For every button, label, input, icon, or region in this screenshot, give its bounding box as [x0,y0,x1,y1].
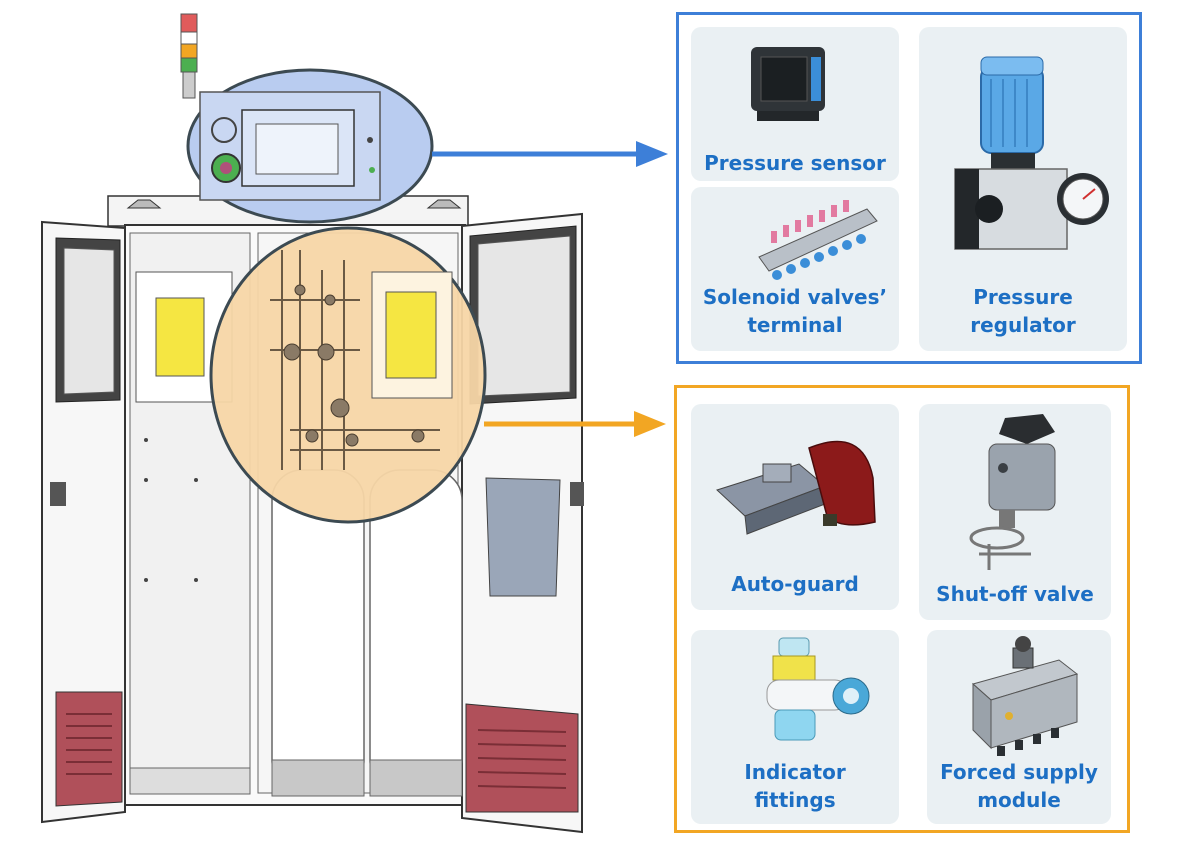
gas-cabinet-illustration [41,13,584,834]
pressure-regulator-icon [954,56,1109,250]
orange-arrow [484,411,666,437]
pressure-sensor-icon [751,47,825,121]
shut-off-valve-icon [969,414,1056,570]
component-label: Auto-guard [731,572,859,596]
gas-cylinders [271,469,463,797]
component-label: Forced supply module [940,760,1098,812]
forced-supply-module-icon [971,636,1079,756]
gas-panel-highlight [209,226,487,524]
gas-panel-components-group: Auto-guard Shut-off valve Indicator fitt… [674,385,1130,833]
valve-terminal-icon [758,200,878,280]
right-door [461,212,584,834]
component-label: Pressure regulator [970,285,1076,337]
component-label: Solenoid valves’ terminal [702,285,888,337]
control-panel-highlight [186,68,434,224]
component-card-forced-supply-module: Forced supply module [927,630,1111,824]
component-card-indicator-fittings: Indicator fittings [691,630,899,824]
component-label: Indicator fittings [744,760,846,812]
auto-guard-icon [716,440,876,535]
control-components-group: Pressure sensor Solenoid valves’ termina… [676,12,1142,364]
component-card-shut-off-valve: Shut-off valve [919,404,1111,620]
component-label: Pressure sensor [704,151,886,175]
left-door [41,220,126,824]
signal-tower-icon [180,13,198,99]
component-card-auto-guard: Auto-guard [691,404,899,610]
component-card-pressure-sensor: Pressure sensor [691,27,899,181]
blue-arrow [432,141,668,167]
indicator-fitting-icon [766,637,870,741]
component-label: Shut-off valve [936,582,1094,606]
component-card-valve-terminal: Solenoid valves’ terminal [691,187,899,351]
component-card-pressure-regulator: Pressure regulator [919,27,1127,351]
